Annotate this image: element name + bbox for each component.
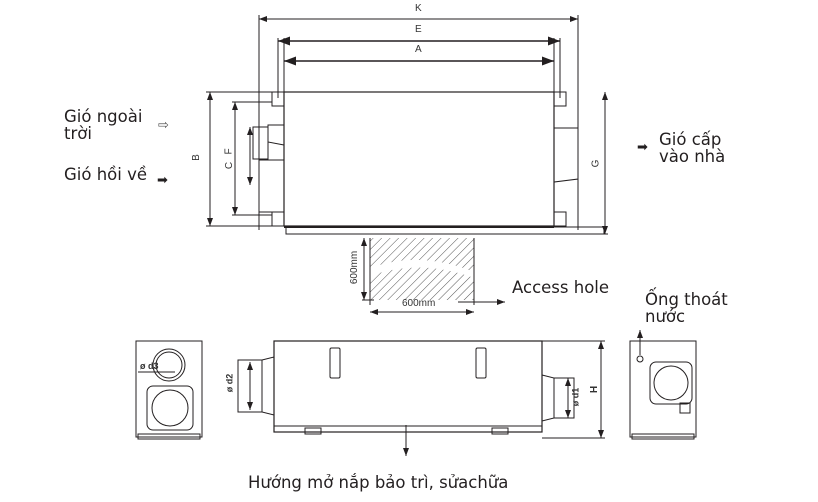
dim-d1: ø d1 [570,387,581,407]
drain-pipe-label: Ống thoát nước [645,290,728,327]
dim-e: E [415,24,422,35]
top-view [206,15,608,235]
dim-access-height: 600mm [349,250,361,285]
dim-a: A [415,44,422,55]
outdoor-air-label: Gió ngoài trời [64,107,143,144]
dim-h: H [587,385,599,394]
dim-d3: ø d3 [140,361,159,371]
supply-air-arrow-icon: ➡ [637,140,648,155]
dim-g: G [590,159,602,168]
return-air-label: Gió hồi về [64,165,148,184]
dim-d2: ø d2 [224,373,235,393]
return-air-arrow-icon: ➡ [157,173,168,188]
dim-access-width: 600mm [402,298,436,309]
outdoor-air-hollow-arrow-icon: ⇨ [158,118,169,133]
dim-b: B [190,154,202,161]
access-hole-label: Access hole [512,278,610,297]
side-view [237,340,605,456]
left-end-view [135,340,203,440]
dim-k: K [415,3,422,14]
dim-f: F [223,148,235,155]
supply-air-label: Gió cấp vào nhà [659,130,726,167]
right-end-view [629,330,697,440]
access-hole-diagram [361,238,505,315]
dim-c: C [224,161,236,170]
maintenance-direction-label: Hướng mở nắp bảo trì, sửachữa [248,473,509,492]
